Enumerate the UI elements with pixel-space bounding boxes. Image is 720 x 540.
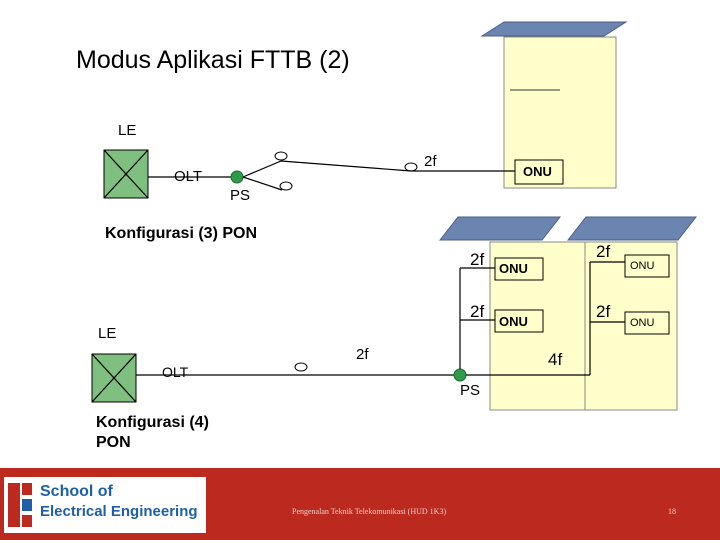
c3-olt-label: OLT [174,168,203,185]
c4-ps-label: PS [460,382,481,399]
logo-line1: School of [40,483,113,500]
c4-building1-roof [438,216,562,241]
c3-caption: Konfigurasi (3) PON [105,225,258,242]
c4-caption-line1: Konfigurasi (4) [96,414,209,431]
logo-emblem-icon [8,483,32,527]
c4-fiber-main-label: 2f [356,346,369,363]
c3-le-label: LE [118,122,137,139]
c4-onu-c-box [624,254,670,278]
c4-onu-c-label: ONU [630,260,655,272]
slide-title: Modus Aplikasi FTTB (2) [76,46,350,74]
footer-text: Pengenalan Teknik Telekomunikasi (HUD 1K… [292,507,447,516]
c4-caption-line2: PON [96,434,131,451]
school-logo: School of Electrical Engineering [4,477,206,533]
c3-fiber-label: 2f [424,153,437,170]
c4-fiber-d-label: 2f [596,302,611,321]
logo-line2: Electrical Engineering [40,503,198,520]
c3-ps-label: PS [230,187,251,204]
c4-building2-roof [566,216,698,241]
c3-fiber-line [280,160,412,172]
c4-onu-a-label: ONU [499,261,528,276]
c4-fiber-4f-label: 4f [548,350,563,369]
page-number: 18 [668,507,676,516]
c4-le-label: LE [98,325,117,342]
c4-olt-label: OLT [162,364,189,380]
c3-building-roof [480,21,628,37]
c4-fiber-c-label: 2f [596,242,611,261]
c4-onu-b-label: ONU [499,314,528,329]
c3-ps-node [230,170,244,184]
c4-onu-d-box [624,311,670,335]
c4-onu-d-label: ONU [630,317,655,329]
c3-onu-label: ONU [523,164,552,179]
c4-onu-b-box [494,309,544,333]
c4-fiber-b-label: 2f [470,302,485,321]
c3-onu-box [514,159,564,185]
c4-fiber-a-label: 2f [470,250,485,269]
c4-onu-a-box [494,257,544,281]
c4-ps-node [453,368,467,382]
